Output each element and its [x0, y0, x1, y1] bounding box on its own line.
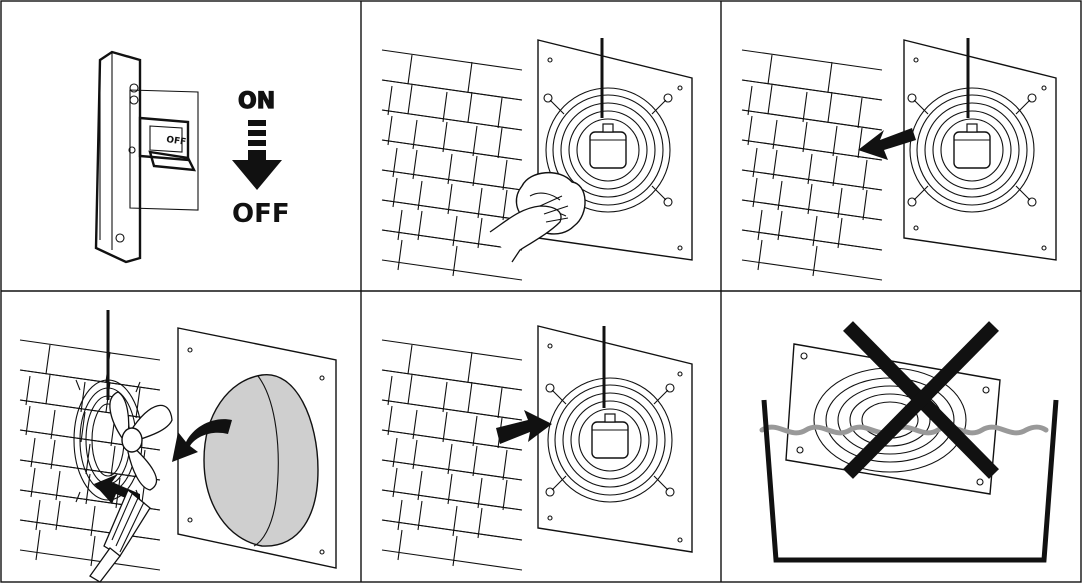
hand-icon	[489, 195, 569, 263]
off-label: OFF	[232, 199, 290, 229]
breaker-off-label: OFF	[166, 135, 187, 148]
circuit-breaker-icon	[94, 50, 199, 264]
on-label: ON	[238, 89, 275, 114]
panel-wipe-housing	[381, 38, 693, 281]
panel-power-off: OFF ON OFF	[94, 50, 290, 264]
duct-opening	[203, 374, 319, 547]
right-arrow-icon	[496, 410, 552, 444]
curved-arrow-icon	[172, 419, 232, 462]
panel-remove-fan	[741, 38, 1057, 281]
brush-icon	[89, 488, 151, 583]
left-arrow-icon	[858, 128, 916, 160]
panel-no-water-immersion	[759, 321, 1059, 563]
impeller-icon	[109, 391, 173, 491]
prohibited-cross-icon	[843, 321, 999, 479]
panel-reinstall-fan	[381, 325, 693, 571]
water-surface	[759, 424, 1049, 436]
panel-clean-impeller	[19, 310, 337, 583]
water-basin-icon	[761, 399, 1059, 563]
down-arrow-icon	[232, 120, 282, 190]
